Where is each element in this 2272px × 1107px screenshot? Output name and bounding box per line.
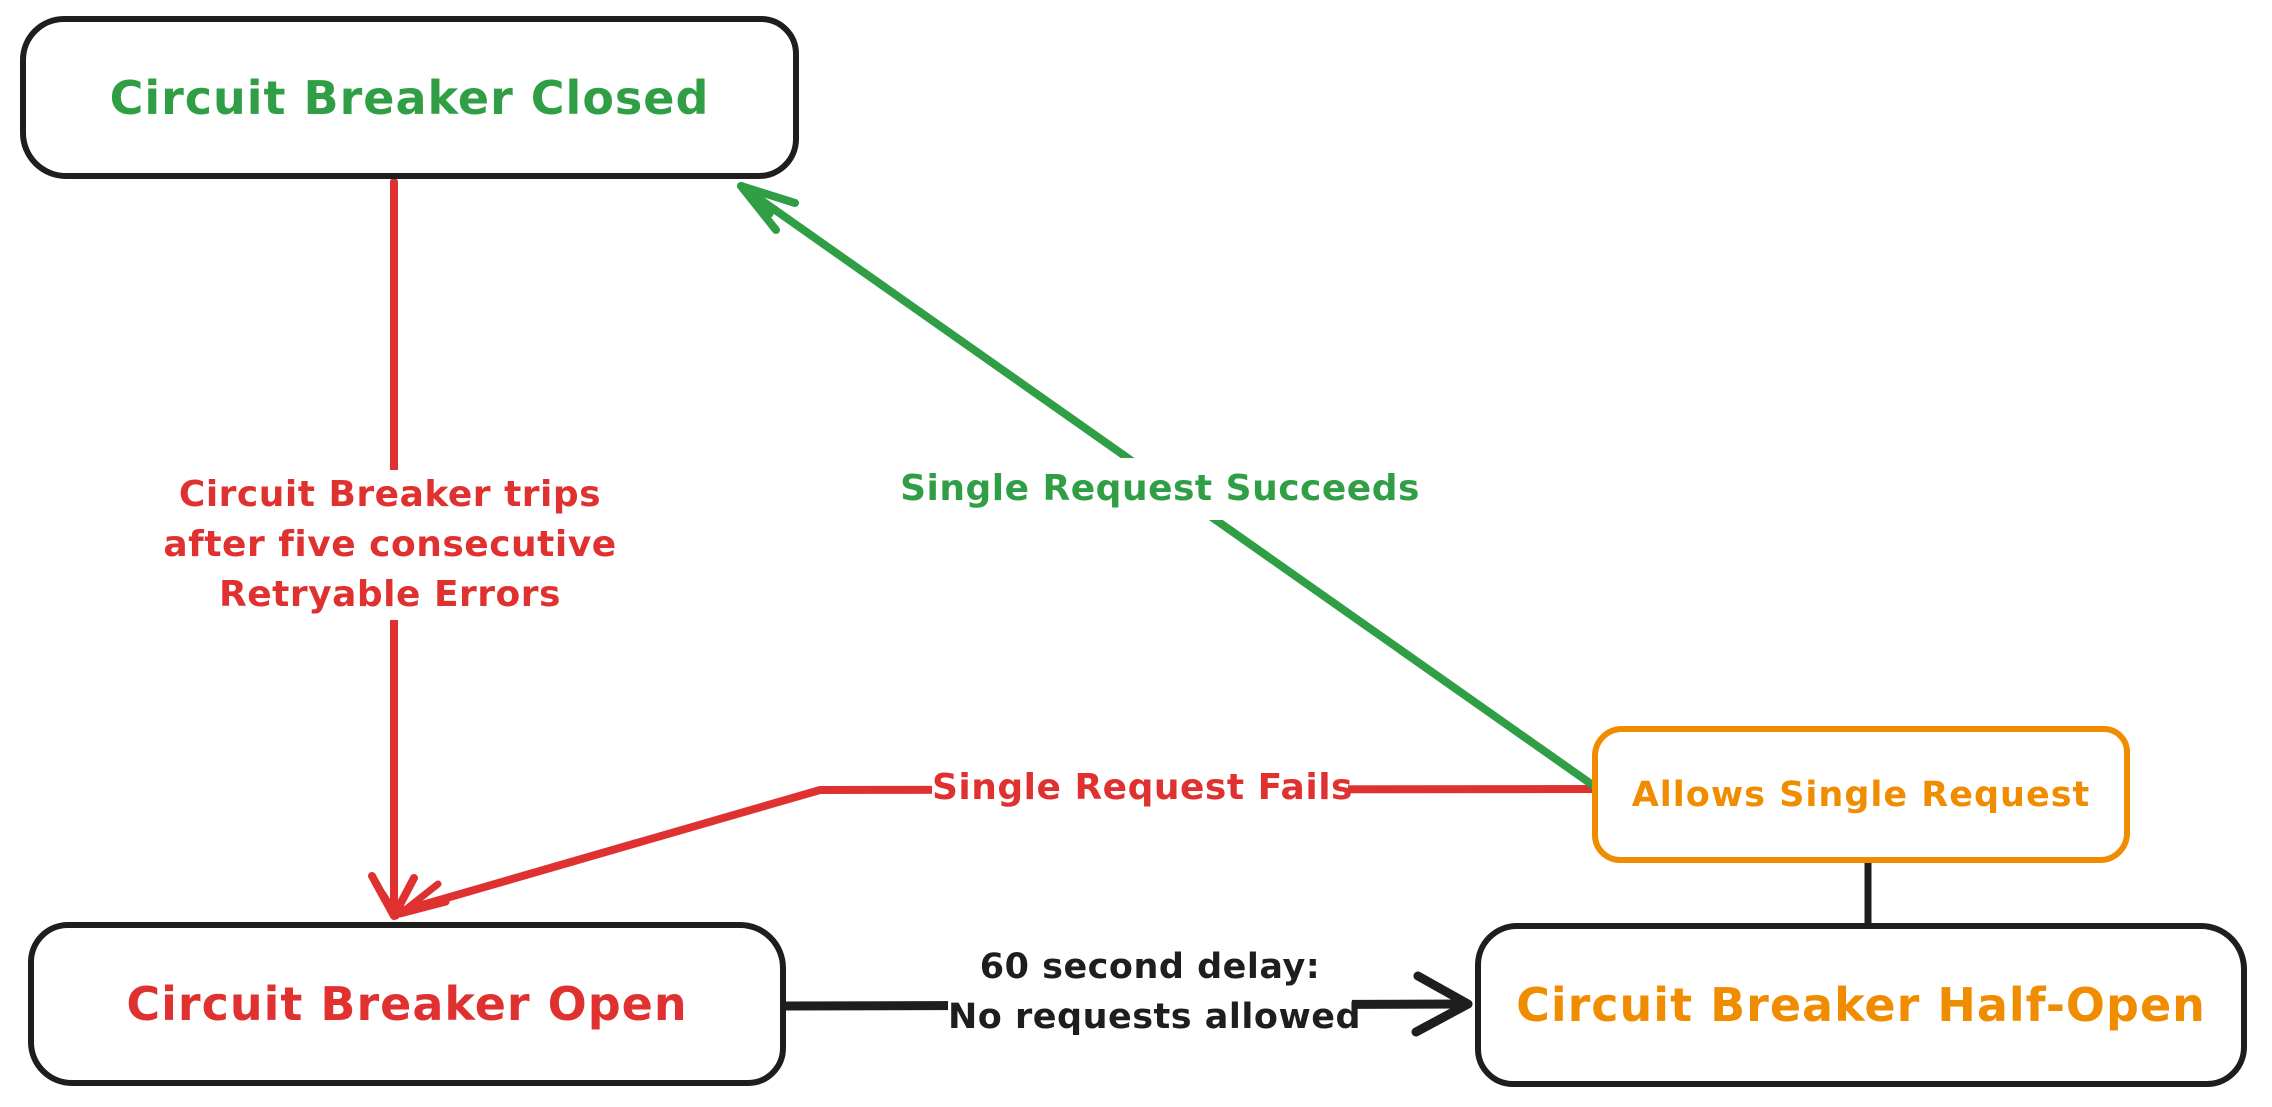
- state-node-half-open-label: Circuit Breaker Half-Open: [1516, 978, 2206, 1032]
- edge-label-delay: 60 second delay: No requests allowed: [948, 942, 1362, 1042]
- edge-label-single-request-fails: Single Request Fails: [932, 758, 1352, 818]
- state-node-closed: Circuit Breaker Closed: [20, 16, 799, 179]
- edge-label-trip-line-3: Retryable Errors: [219, 574, 561, 615]
- state-node-closed-label: Circuit Breaker Closed: [109, 70, 710, 125]
- state-node-open-label: Circuit Breaker Open: [126, 977, 688, 1031]
- state-node-half-open: Circuit Breaker Half-Open: [1475, 923, 2247, 1087]
- node-allows-single-request: Allows Single Request: [1592, 726, 2130, 863]
- edge-label-delay-line-2: No requests allowed: [948, 997, 1362, 1037]
- succeed-arrowhead-extra-stroke: [740, 185, 774, 218]
- delay-arrowhead-icon: [1411, 971, 1473, 1037]
- edge-label-trip-line-1: Circuit Breaker trips: [178, 474, 602, 515]
- edge-label-single-request-succeeds: Single Request Succeeds: [898, 458, 1422, 520]
- trip-arrowhead-extra-stroke: [379, 890, 400, 920]
- succeed-arrowhead-icon: [737, 182, 799, 234]
- state-node-open: Circuit Breaker Open: [28, 922, 786, 1086]
- edge-label-trip: Circuit Breaker trips after five consecu…: [150, 470, 630, 620]
- edge-label-delay-line-1: 60 second delay:: [979, 947, 1321, 987]
- edge-label-trip-line-2: after five consecutive: [163, 524, 617, 565]
- node-allows-single-request-label: Allows Single Request: [1631, 774, 2091, 815]
- fail-arrowhead-icon: [396, 880, 450, 918]
